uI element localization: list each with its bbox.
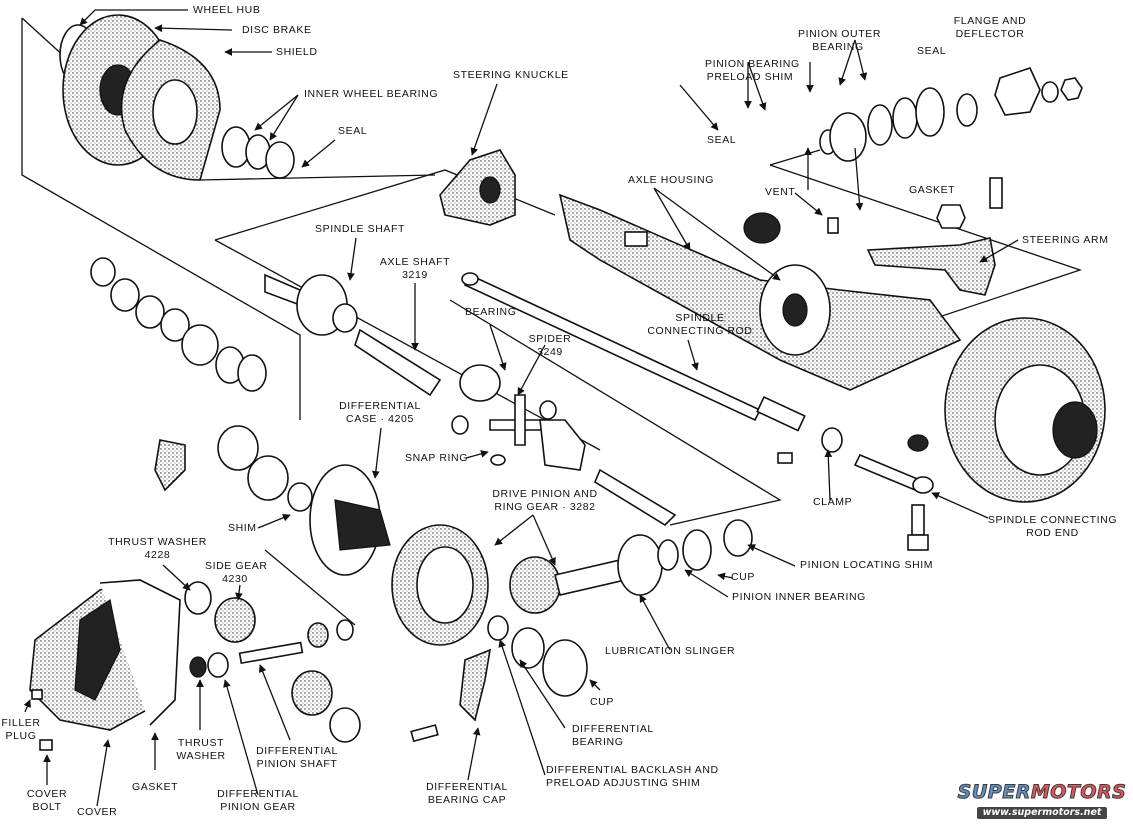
differential-bearing-group xyxy=(410,615,588,743)
label-gasket-pinion: GASKET xyxy=(909,184,956,196)
axle-housing xyxy=(558,193,962,391)
label-wheel-hub: WHEEL HUB xyxy=(193,4,261,16)
label-pinion-outer-bearing: PINION OUTER BEARING xyxy=(798,28,882,53)
label-steering-knuckle: STEERING KNUCKLE xyxy=(453,69,569,81)
label-filler-plug: FILLER PLUG xyxy=(1,717,41,742)
label-thrust-washer-4228: THRUST WASHER 4228 xyxy=(108,536,207,561)
label-spider: SPIDER 3249 xyxy=(528,333,572,358)
label-drive-pinion-ring-gear: DRIVE PINION AND RING GEAR · 3282 xyxy=(492,488,598,513)
wheel-bearing-stack xyxy=(90,257,267,392)
label-cover-bolt: COVER BOLT xyxy=(26,788,68,813)
housing-seal-vent xyxy=(743,212,839,244)
label-cup-pinion: CUP xyxy=(731,571,755,583)
side-gear-group xyxy=(31,581,361,751)
supermotors-watermark: SUPERMOTORS www.supermotors.net xyxy=(956,781,1128,819)
label-pinion-locating-shim: PINION LOCATING SHIM xyxy=(800,559,934,571)
steering-arm xyxy=(866,177,1003,296)
leader-arrows xyxy=(23,9,1019,807)
pinion-bearing-stack xyxy=(819,67,1083,162)
label-axle-shaft: AXLE SHAFT 3219 xyxy=(379,256,451,281)
label-seal-wheel: SEAL xyxy=(338,125,368,137)
label-shim: SHIM xyxy=(228,522,257,534)
label-shield: SHIELD xyxy=(276,46,318,58)
label-axle-housing: AXLE HOUSING xyxy=(628,174,714,186)
drive-pinion xyxy=(509,519,753,614)
label-spindle-shaft: SPINDLE SHAFT xyxy=(315,223,406,235)
disc-brake-right xyxy=(944,317,1106,503)
label-differential-case: DIFFERENTIAL CASE · 4205 xyxy=(339,400,421,425)
watermark-brand: SUPERMOTORS xyxy=(957,781,1127,803)
label-spindle-connecting-rod-end: SPINDLE CONNECTING ROD END xyxy=(987,514,1118,539)
label-seal-pinion: SEAL xyxy=(917,45,947,57)
axle-shaft xyxy=(354,328,501,402)
label-clamp: CLAMP xyxy=(813,496,853,508)
yoke-and-shaft xyxy=(539,419,677,527)
label-thrust-washer: THRUST WASHER xyxy=(176,737,226,762)
label-bearing: BEARING xyxy=(465,306,517,318)
label-pinion-inner-bearing: PINION INNER BEARING xyxy=(732,591,866,603)
label-side-gear: SIDE GEAR 4230 xyxy=(205,560,268,585)
label-differential-bearing-cap: DIFFERENTIAL BEARING CAP xyxy=(426,781,508,806)
label-differential-bearing: DIFFERENTIAL BEARING xyxy=(572,723,654,748)
differential-case xyxy=(154,425,391,576)
label-backlash-preload-shim: DIFFERENTIAL BACKLASH AND PRELOAD ADJUST… xyxy=(546,764,719,789)
label-differential-pinion-shaft: DIFFERENTIAL PINION SHAFT xyxy=(256,745,338,770)
label-cup-diff: CUP xyxy=(590,696,614,708)
label-spindle-connecting-rod: SPINDLE CONNECTING ROD xyxy=(647,312,753,337)
label-pinion-bearing-preload-shim: PINION BEARING PRELOAD SHIM xyxy=(705,58,800,83)
label-lubrication-slinger: LUBRICATION SLINGER xyxy=(605,645,736,657)
label-cover: COVER xyxy=(77,806,118,818)
differential-cover xyxy=(29,579,181,731)
wheel-hub-assembly xyxy=(59,14,221,181)
label-vent: VENT xyxy=(765,186,796,198)
inner-wheel-bearing xyxy=(221,126,295,179)
ring-gear xyxy=(391,524,489,646)
watermark-url: www.supermotors.net xyxy=(976,807,1108,819)
label-flange-and-deflector: FLANGE AND DEFLECTOR xyxy=(953,15,1027,40)
label-snap-ring: SNAP RING xyxy=(405,452,468,464)
label-differential-pinion-gear: DIFFERENTIAL PINION GEAR xyxy=(217,788,299,813)
label-gasket-cover: GASKET xyxy=(132,781,179,793)
label-steering-arm: STEERING ARM xyxy=(1022,234,1109,246)
spindle-connecting-rod xyxy=(461,272,806,432)
rod-end-parts xyxy=(777,427,934,551)
u-joint-spider xyxy=(451,394,557,466)
label-inner-wheel-bearing: INNER WHEEL BEARING xyxy=(304,88,439,100)
label-disc-brake: DISC BRAKE xyxy=(242,24,312,36)
steering-knuckle xyxy=(439,149,516,226)
spindle-shaft xyxy=(264,273,358,336)
label-seal-housing: SEAL xyxy=(707,134,737,146)
